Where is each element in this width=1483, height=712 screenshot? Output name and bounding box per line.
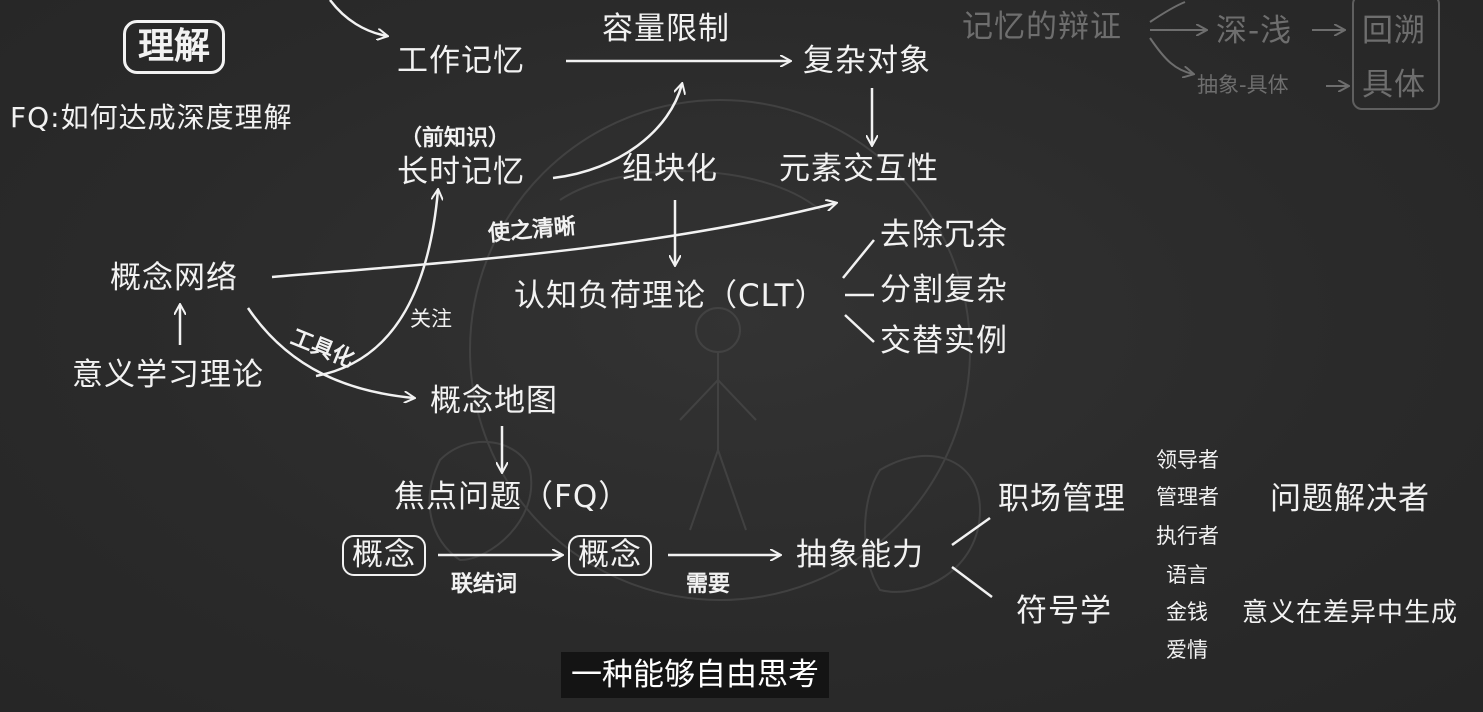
label-need: 需要 <box>686 571 731 597</box>
node-meaning-difference: 意义在差异中生成 <box>1242 598 1459 628</box>
subtitle-caption: 一种能够自由思考 <box>561 652 829 699</box>
faded-deep-shallow: 深-浅 <box>1216 13 1293 49</box>
item-leader: 领导者 <box>1156 448 1219 472</box>
faded-abstract-concrete: 抽象-具体 <box>1197 73 1289 97</box>
branch-workplace <box>951 516 991 547</box>
arrow-network-to-map <box>246 307 414 398</box>
item-language: 语言 <box>1166 563 1208 587</box>
node-concept-map: 概念地图 <box>430 383 558 419</box>
label-linking-word: 联结词 <box>451 571 518 597</box>
label-focus: 关注 <box>410 307 452 331</box>
node-long-term-memory: 长时记忆 <box>397 154 525 190</box>
faded-concrete: 具体 <box>1362 67 1426 103</box>
arrow-longterm-to-complex <box>552 84 682 180</box>
branch-remove-redundancy <box>842 239 875 279</box>
branch-semiotics <box>951 566 993 598</box>
branch-alternate-examples <box>844 314 875 343</box>
node-meaningful-learning: 意义学习理论 <box>72 357 264 393</box>
background-sketch <box>428 99 982 601</box>
node-abstraction: 抽象能力 <box>796 537 924 573</box>
arrow-network-to-interactivity <box>271 203 836 279</box>
label-capacity-limit: 容量限制 <box>602 11 730 47</box>
incoming-arrow <box>329 0 387 36</box>
node-concept-b: 概念 <box>568 535 652 576</box>
node-working-memory: 工作记忆 <box>397 43 525 79</box>
node-element-interactivity: 元素交互性 <box>779 151 939 187</box>
node-semiotics: 符号学 <box>1016 593 1112 629</box>
faded-box-outline <box>1352 0 1440 110</box>
item-love: 爱情 <box>1166 638 1208 662</box>
node-workplace: 职场管理 <box>998 481 1126 517</box>
node-concept-network: 概念网络 <box>110 260 238 296</box>
item-money: 金钱 <box>1166 600 1208 624</box>
faded-arrow-abstract <box>1149 37 1193 74</box>
focus-question-heading: FQ:如何达成深度理解 <box>10 101 293 134</box>
item-manager: 管理者 <box>1156 485 1219 509</box>
faded-backtrack: 回溯 <box>1362 13 1426 49</box>
title-badge: 理解 <box>123 20 226 74</box>
faded-branch-up <box>1149 1 1186 23</box>
node-split-complex: 分割复杂 <box>880 272 1008 308</box>
node-concept-a: 概念 <box>342 535 426 576</box>
node-alternate-examples: 交替实例 <box>880 323 1008 359</box>
node-focus-question: 焦点问题（FQ） <box>394 479 631 515</box>
node-complex-object: 复杂对象 <box>803 43 931 79</box>
label-chunking: 组块化 <box>622 151 718 187</box>
node-clt: 认知负荷理论（CLT） <box>514 278 827 314</box>
label-prior-knowledge: （前知识） <box>400 125 511 151</box>
faded-memory-debate: 记忆的辩证 <box>962 9 1122 45</box>
item-executor: 执行者 <box>1156 524 1219 548</box>
arrow-learning-to-longterm <box>315 190 438 378</box>
node-problem-solver: 问题解决者 <box>1270 481 1430 517</box>
node-remove-redundancy: 去除冗余 <box>880 217 1008 253</box>
